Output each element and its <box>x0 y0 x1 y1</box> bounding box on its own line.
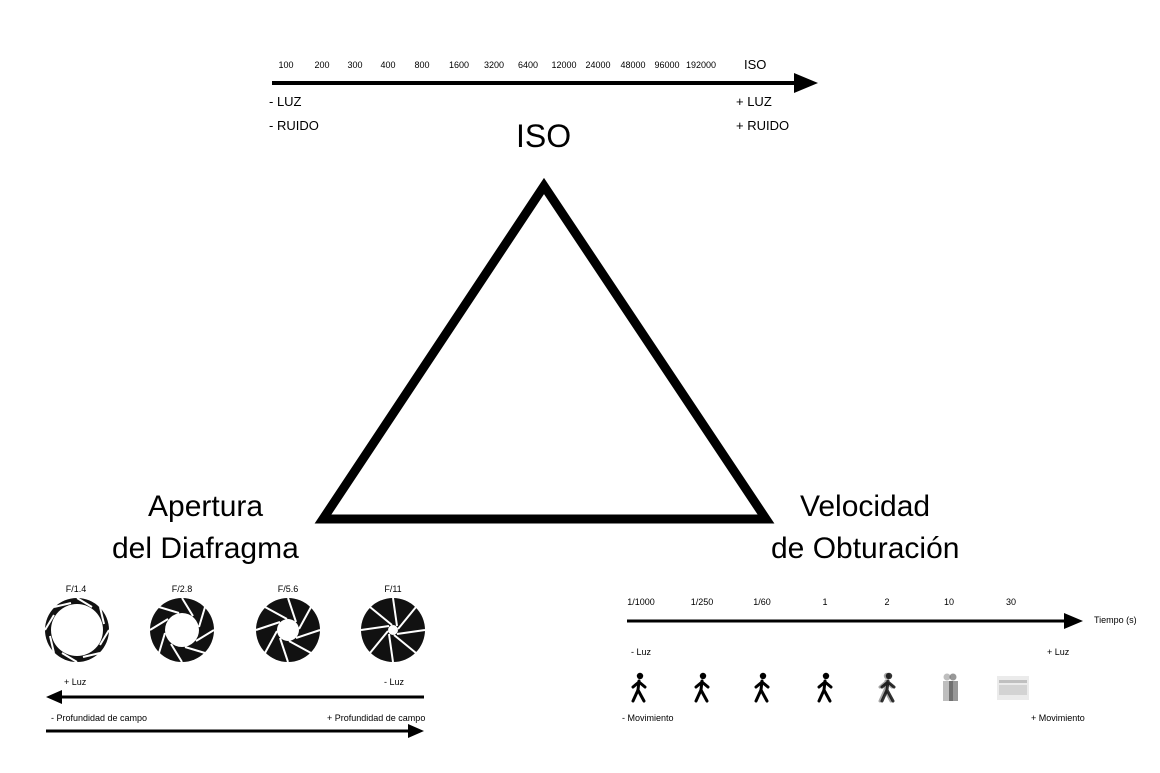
aperture-light-arrow-head <box>46 690 62 704</box>
iso-value: 300 <box>347 60 363 70</box>
aperture-stop-label: F/2.8 <box>171 584 193 594</box>
aperture-f2-8-icon <box>149 597 215 663</box>
iso-value: 96000 <box>654 60 680 70</box>
iso-value: 3200 <box>483 60 505 70</box>
iso-value: 6400 <box>517 60 539 70</box>
iso-axis-label: ISO <box>744 57 767 72</box>
shutter-speed-label: 1/1000 <box>627 597 655 607</box>
walking-person-icon <box>878 672 896 703</box>
aperture-less-depth: - Profundidad de campo <box>51 713 148 723</box>
shutter-speed-label: 1/250 <box>690 597 714 607</box>
iso-less-noise: - RUIDO <box>269 118 319 133</box>
iso-value: 24000 <box>585 60 611 70</box>
aperture-more-depth: + Profundidad de campo <box>327 713 426 723</box>
walking-person-icon <box>694 672 710 703</box>
aperture-f1-4-icon <box>44 597 110 663</box>
shutter-speed-label: 1 <box>822 597 828 607</box>
triangle-top-label: ISO <box>516 118 572 154</box>
triangle-left-label-line2: del Diafragma <box>112 532 299 565</box>
iso-value: 400 <box>380 60 396 70</box>
iso-value: 800 <box>414 60 430 70</box>
walking-person-icon <box>817 672 833 703</box>
exposure-triangle <box>314 177 775 524</box>
shutter-more-light: + Luz <box>1047 647 1070 657</box>
walking-person-icon <box>754 672 770 703</box>
shutter-speed-label: 30 <box>1005 597 1017 607</box>
shutter-less-motion: - Movimiento <box>622 713 674 723</box>
walking-person-icon <box>631 672 647 703</box>
iso-value: 12000 <box>551 60 577 70</box>
aperture-f11-icon <box>360 597 426 663</box>
shutter-speed-label: 1/60 <box>753 597 771 607</box>
shutter-speed-label: 10 <box>943 597 955 607</box>
iso-arrow-head <box>794 73 818 93</box>
iso-more-light: + LUZ <box>736 94 772 109</box>
aperture-less-light: - Luz <box>384 677 405 687</box>
aperture-more-light: + Luz <box>64 677 87 687</box>
shutter-speed-label: 2 <box>884 597 890 607</box>
shutter-more-motion: + Movimiento <box>1031 713 1085 723</box>
aperture-f5-6-icon <box>255 597 321 663</box>
iso-value: 1600 <box>448 60 470 70</box>
shutter-axis-label: Tiempo (s) <box>1094 615 1137 625</box>
aperture-stop-label: F/1.4 <box>65 584 87 594</box>
triangle-right-label-line2: de Obturación <box>771 532 960 565</box>
iso-value: 48000 <box>620 60 646 70</box>
triangle-right-label-line1: Velocidad <box>800 490 931 523</box>
aperture-depth-arrow-head <box>408 724 424 738</box>
shutter-time-arrow-head <box>1064 613 1083 629</box>
iso-value: 192000 <box>685 60 717 70</box>
iso-less-light: - LUZ <box>269 94 302 109</box>
aperture-stop-label: F/11 <box>384 584 402 594</box>
iso-more-noise: + RUIDO <box>736 118 790 133</box>
blurred-person-icon <box>943 673 958 701</box>
shutter-less-light: - Luz <box>631 647 652 657</box>
iso-value: 100 <box>278 60 294 70</box>
aperture-stop-label: F/5.6 <box>277 584 299 594</box>
iso-value: 200 <box>314 60 330 70</box>
triangle-left-label-line1: Apertura <box>148 490 264 523</box>
blurred-person-icon <box>997 676 1029 700</box>
